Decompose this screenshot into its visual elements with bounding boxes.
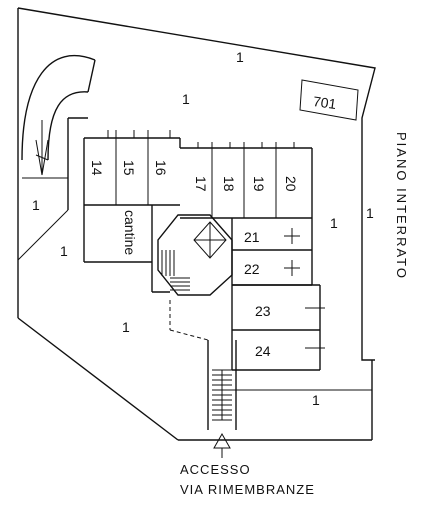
space-17: 17	[193, 176, 209, 192]
floor-label: PIANO INTERRATO	[394, 132, 409, 280]
unit-one-labels: 1 1 1 1 1 1 1 1	[32, 49, 374, 408]
parcel-701-frame	[299, 79, 359, 121]
parcel-701-label: 701	[312, 93, 338, 112]
stall-dividers	[107, 130, 325, 349]
outer-boundary	[17, 7, 376, 441]
one-label: 1	[182, 91, 190, 107]
space-15: 15	[121, 160, 137, 176]
one-label: 1	[122, 319, 130, 335]
stairs	[161, 250, 232, 421]
one-label: 1	[312, 392, 320, 408]
space-14: 14	[89, 160, 105, 176]
one-label: 1	[236, 49, 244, 65]
space-19: 19	[251, 176, 267, 192]
space-21: 21	[244, 229, 260, 245]
access-label: ACCESSO	[180, 462, 251, 477]
ramp	[17, 54, 96, 261]
building-walls	[83, 137, 372, 430]
space-labels: 14 15 16 17 18 19 20 21 22 23 24	[89, 160, 299, 359]
one-label: 1	[330, 215, 338, 231]
space-23: 23	[255, 303, 271, 319]
one-label: 1	[60, 243, 68, 259]
access-arrow-icon	[213, 432, 231, 458]
space-18: 18	[221, 176, 237, 192]
cantine-label: cantine	[122, 210, 138, 255]
space-20: 20	[283, 176, 299, 192]
space-22: 22	[244, 261, 260, 277]
space-24: 24	[255, 343, 271, 359]
access-street-label: VIA RIMEMBRANZE	[180, 482, 315, 497]
space-16: 16	[153, 160, 169, 176]
one-label: 1	[32, 197, 40, 213]
one-label: 1	[366, 205, 374, 221]
